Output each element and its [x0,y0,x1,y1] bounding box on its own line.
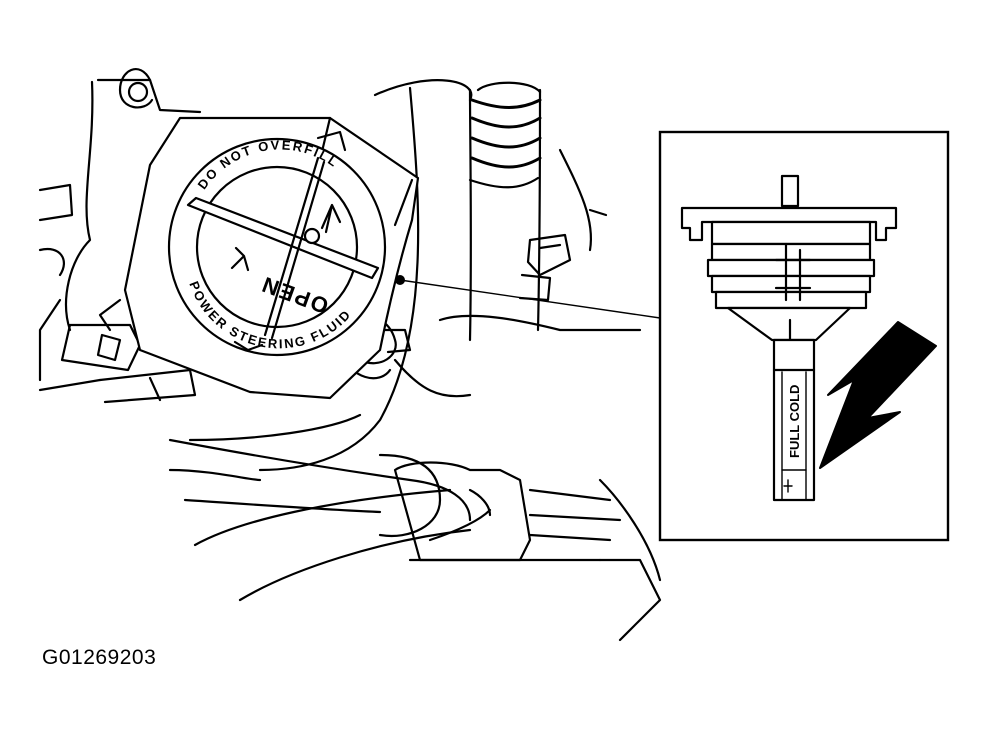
dipstick-level-label: FULL COLD [787,385,802,458]
figure-id: G01269203 [42,646,157,669]
indicator-arrow-icon [819,321,937,469]
reservoir-cap: DO NOT OVERFILL POWER STEERING FLUID OPE… [167,130,387,357]
engine-background [38,68,662,642]
leader-line [395,275,661,319]
dipstick-detail-inset: FULL COLD [658,130,950,542]
